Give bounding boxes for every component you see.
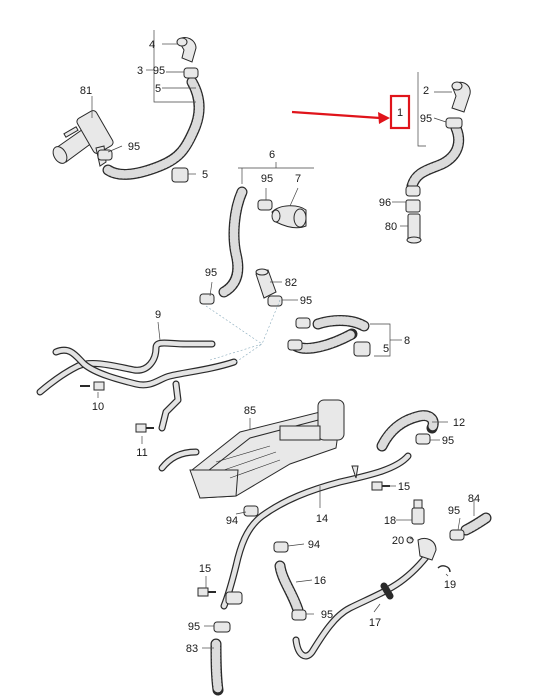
callout-95: 95 <box>153 65 165 77</box>
callout-18: 18 <box>384 515 396 527</box>
callout-9: 9 <box>155 309 161 321</box>
cooler-item-85 <box>189 399 345 499</box>
callout-85: 85 <box>244 405 256 417</box>
elbow-item-2 <box>451 81 471 113</box>
pipes <box>36 339 434 660</box>
callout-3: 3 <box>137 65 143 77</box>
callout-81: 81 <box>80 85 92 97</box>
callout-82: 82 <box>285 277 297 289</box>
callout-7: 7 <box>295 173 301 185</box>
callout-95: 95 <box>448 505 460 517</box>
clip-item-19 <box>437 565 451 573</box>
callout-6: 6 <box>269 149 275 161</box>
bolt-item-15-lower <box>197 587 216 597</box>
part-item-82 <box>255 268 277 299</box>
callout-8: 8 <box>404 335 410 347</box>
hose-upper-left <box>102 76 205 180</box>
clamp-95 <box>183 67 199 79</box>
callout-95: 95 <box>188 621 200 633</box>
callout-96: 96 <box>379 197 391 209</box>
bolt-item-11 <box>135 423 154 433</box>
clamps <box>97 67 465 633</box>
callout-95: 95 <box>261 173 273 185</box>
connector-item-20 <box>406 536 437 561</box>
highlight-arrow <box>291 110 390 124</box>
components <box>52 37 471 573</box>
callout-5: 5 <box>202 169 208 181</box>
callout-17: 17 <box>369 617 381 629</box>
callout-4: 4 <box>149 39 155 51</box>
callout-94: 94 <box>226 515 238 527</box>
callout-19: 19 <box>444 579 456 591</box>
callout-95: 95 <box>442 435 454 447</box>
callout-1-highlight-box <box>389 94 411 130</box>
assembly-guides <box>205 299 281 363</box>
callout-15: 15 <box>199 563 211 575</box>
callout-5: 5 <box>383 343 389 355</box>
callout-94: 94 <box>308 539 320 551</box>
callout-84: 84 <box>468 493 480 505</box>
callout-15: 15 <box>398 481 410 493</box>
callout-12: 12 <box>453 417 465 429</box>
callout-95: 95 <box>321 609 333 621</box>
callout-11: 11 <box>136 447 147 459</box>
fitting-item-80 <box>405 199 422 244</box>
callout-80: 80 <box>385 221 397 233</box>
leader-lines <box>91 30 475 649</box>
callout-16: 16 <box>314 575 326 587</box>
callout-14: 14 <box>316 513 328 525</box>
sensor-item-18 <box>411 499 425 525</box>
callout-5: 5 <box>155 83 161 95</box>
callout-95: 95 <box>205 267 217 279</box>
callout-10: 10 <box>92 401 104 413</box>
callout-95: 95 <box>300 295 312 307</box>
callout-95: 95 <box>128 141 140 153</box>
callout-95: 95 <box>420 113 432 125</box>
callout-20: 20 <box>392 535 404 547</box>
part-item-7 <box>271 205 307 229</box>
callout-83: 83 <box>186 643 198 655</box>
elbow-item-4 <box>176 37 197 63</box>
callout-2: 2 <box>423 85 429 97</box>
callout-labels: 4 3 95 5 81 95 5 2 1 95 96 80 6 95 7 95 … <box>80 39 480 655</box>
callout-1: 1 <box>397 107 403 119</box>
bolt-item-10 <box>80 381 105 391</box>
hoses <box>102 76 492 696</box>
